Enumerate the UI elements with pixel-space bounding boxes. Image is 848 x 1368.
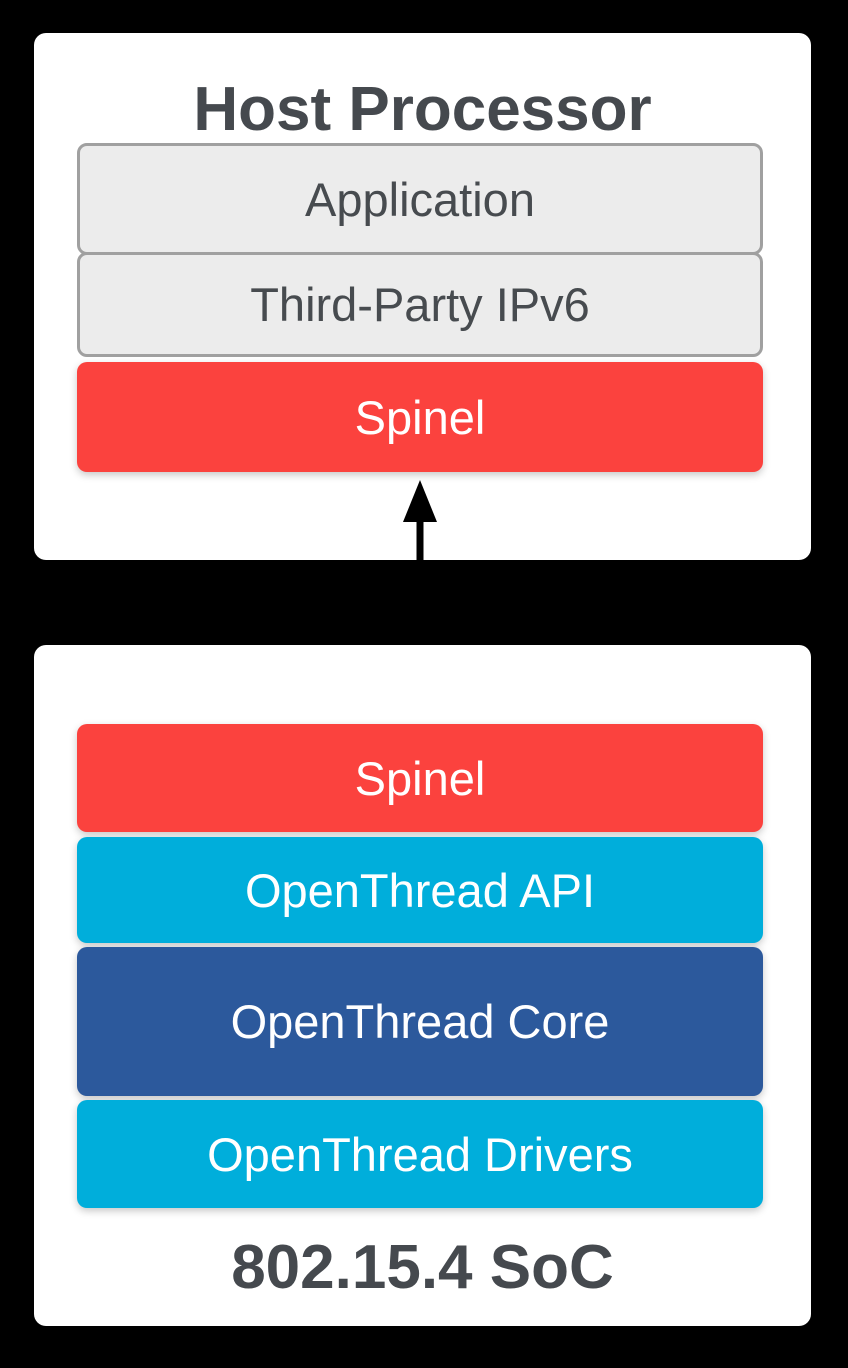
- layer-openthread-core: OpenThread Core: [77, 947, 763, 1096]
- layer-spinel-host-label: Spinel: [354, 390, 486, 444]
- soc-card-title: 802.15.4 SoC: [231, 1233, 614, 1302]
- host-processor-card: Host Processor Application Third-Party I…: [34, 33, 811, 560]
- soc-card: Spinel OpenThread API OpenThread Core Op…: [34, 645, 811, 1326]
- layer-third-party-ipv6-label: Third-Party IPv6: [250, 278, 590, 331]
- layer-application-label: Application: [305, 172, 535, 226]
- host-card-title: Host Processor: [193, 75, 652, 144]
- layer-application: Application: [77, 143, 763, 255]
- host-layer-stack: Application Third-Party IPv6 Spinel: [77, 143, 763, 472]
- layer-spinel-soc-label: Spinel: [354, 751, 486, 805]
- layer-openthread-api: OpenThread API: [77, 837, 763, 943]
- layer-openthread-core-label: OpenThread Core: [230, 995, 610, 1048]
- layer-openthread-drivers: OpenThread Drivers: [77, 1100, 763, 1208]
- layer-openthread-drivers-label: OpenThread Drivers: [207, 1127, 633, 1181]
- soc-layer-stack: Spinel OpenThread API OpenThread Core Op…: [77, 724, 763, 1208]
- layer-spinel-soc: Spinel: [77, 724, 763, 832]
- layer-third-party-ipv6: Third-Party IPv6: [77, 252, 763, 357]
- layer-openthread-api-label: OpenThread API: [244, 863, 596, 917]
- layer-spinel-host: Spinel: [77, 362, 763, 472]
